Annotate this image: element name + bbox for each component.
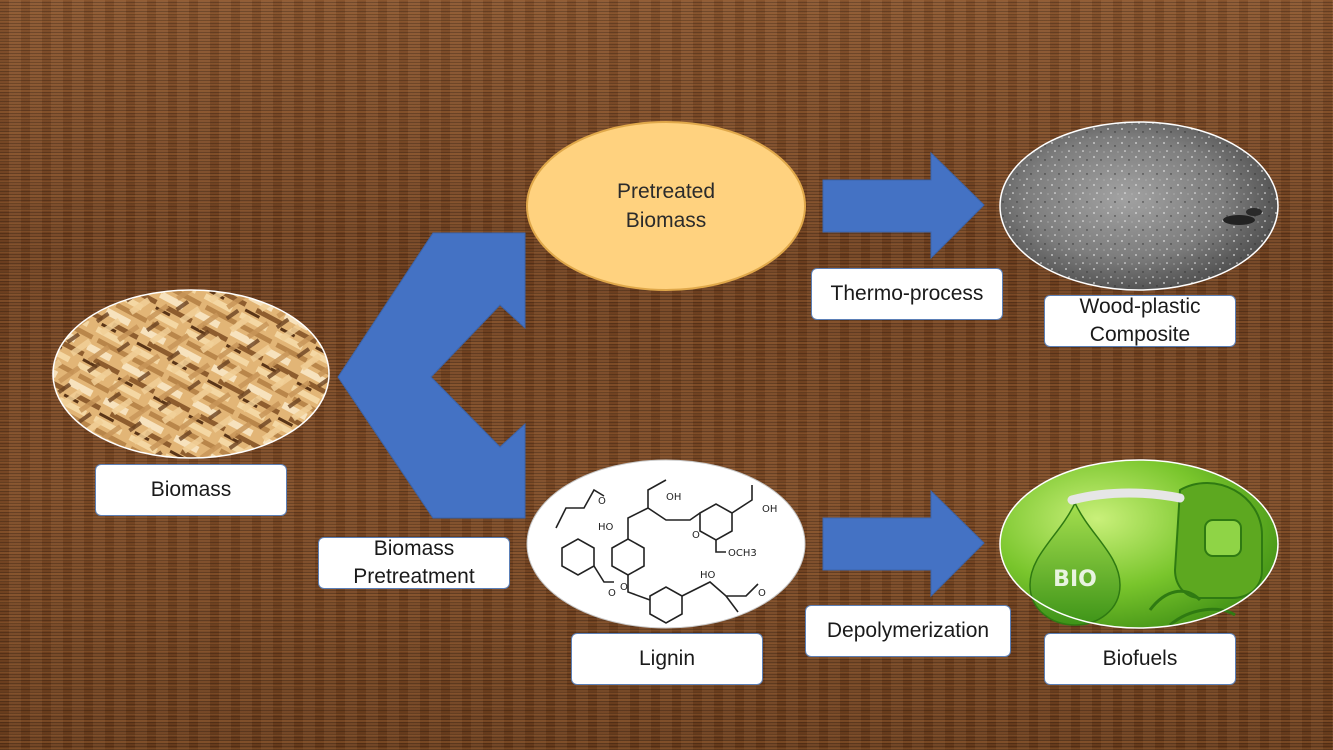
svg-text:OH: OH bbox=[666, 492, 681, 503]
svg-text:HO: HO bbox=[598, 522, 614, 533]
svg-text:OH: OH bbox=[762, 504, 777, 515]
pretreated-biomass-node bbox=[526, 121, 806, 291]
wood-plastic-composite-line1: Wood-plastic bbox=[1079, 295, 1201, 318]
biofuels-label-box: Biofuels bbox=[1044, 633, 1236, 685]
biomass-label-box: Biomass bbox=[95, 464, 287, 516]
biomass-pretreatment-label-box: Biomass Pretreatment bbox=[318, 537, 510, 589]
bio-drop-icon bbox=[1029, 501, 1121, 626]
biomass-image bbox=[52, 289, 330, 459]
svg-text:HO: HO bbox=[700, 570, 716, 581]
pretreated-biomass-label: Pretreated Biomass bbox=[566, 177, 766, 235]
svg-text:O: O bbox=[758, 588, 766, 599]
biomass-pretreatment-line1: Biomass bbox=[373, 537, 455, 560]
lignin-label: Lignin bbox=[638, 647, 696, 670]
biomass-pretreatment-line2: Pretreatment bbox=[353, 565, 475, 588]
lignin-structure-image: OH HO OH O OCH3 HO O O O O bbox=[526, 459, 806, 629]
bio-logo-text: BIO bbox=[1053, 567, 1097, 592]
svg-text:O: O bbox=[620, 582, 628, 593]
pretreated-biomass-line1: Pretreated bbox=[616, 180, 716, 203]
biofuels-image: BIO bbox=[999, 459, 1279, 629]
biofuels-label: Biofuels bbox=[1102, 647, 1178, 670]
biomass-label: Biomass bbox=[150, 478, 232, 501]
thermo-process-arrow bbox=[822, 151, 985, 260]
depolymerization-label-box: Depolymerization bbox=[805, 605, 1011, 657]
svg-text:O: O bbox=[608, 588, 616, 599]
pretreatment-split-arrow bbox=[337, 232, 526, 519]
pretreated-biomass-line2: Biomass bbox=[625, 209, 707, 232]
wood-plastic-composite-image bbox=[999, 121, 1279, 291]
svg-text:O: O bbox=[692, 530, 700, 541]
thermo-process-label-box: Thermo-process bbox=[811, 268, 1003, 320]
wood-plastic-composite-line2: Composite bbox=[1089, 323, 1191, 346]
svg-text:O: O bbox=[598, 496, 606, 507]
thermo-process-label: Thermo-process bbox=[830, 282, 984, 305]
depolymerization-label: Depolymerization bbox=[826, 619, 990, 642]
depolymerization-arrow bbox=[822, 489, 985, 598]
svg-text:OCH3: OCH3 bbox=[728, 548, 757, 559]
wood-plastic-composite-label-box: Wood-plastic Composite bbox=[1044, 295, 1236, 347]
lignin-label-box: Lignin bbox=[571, 633, 763, 685]
